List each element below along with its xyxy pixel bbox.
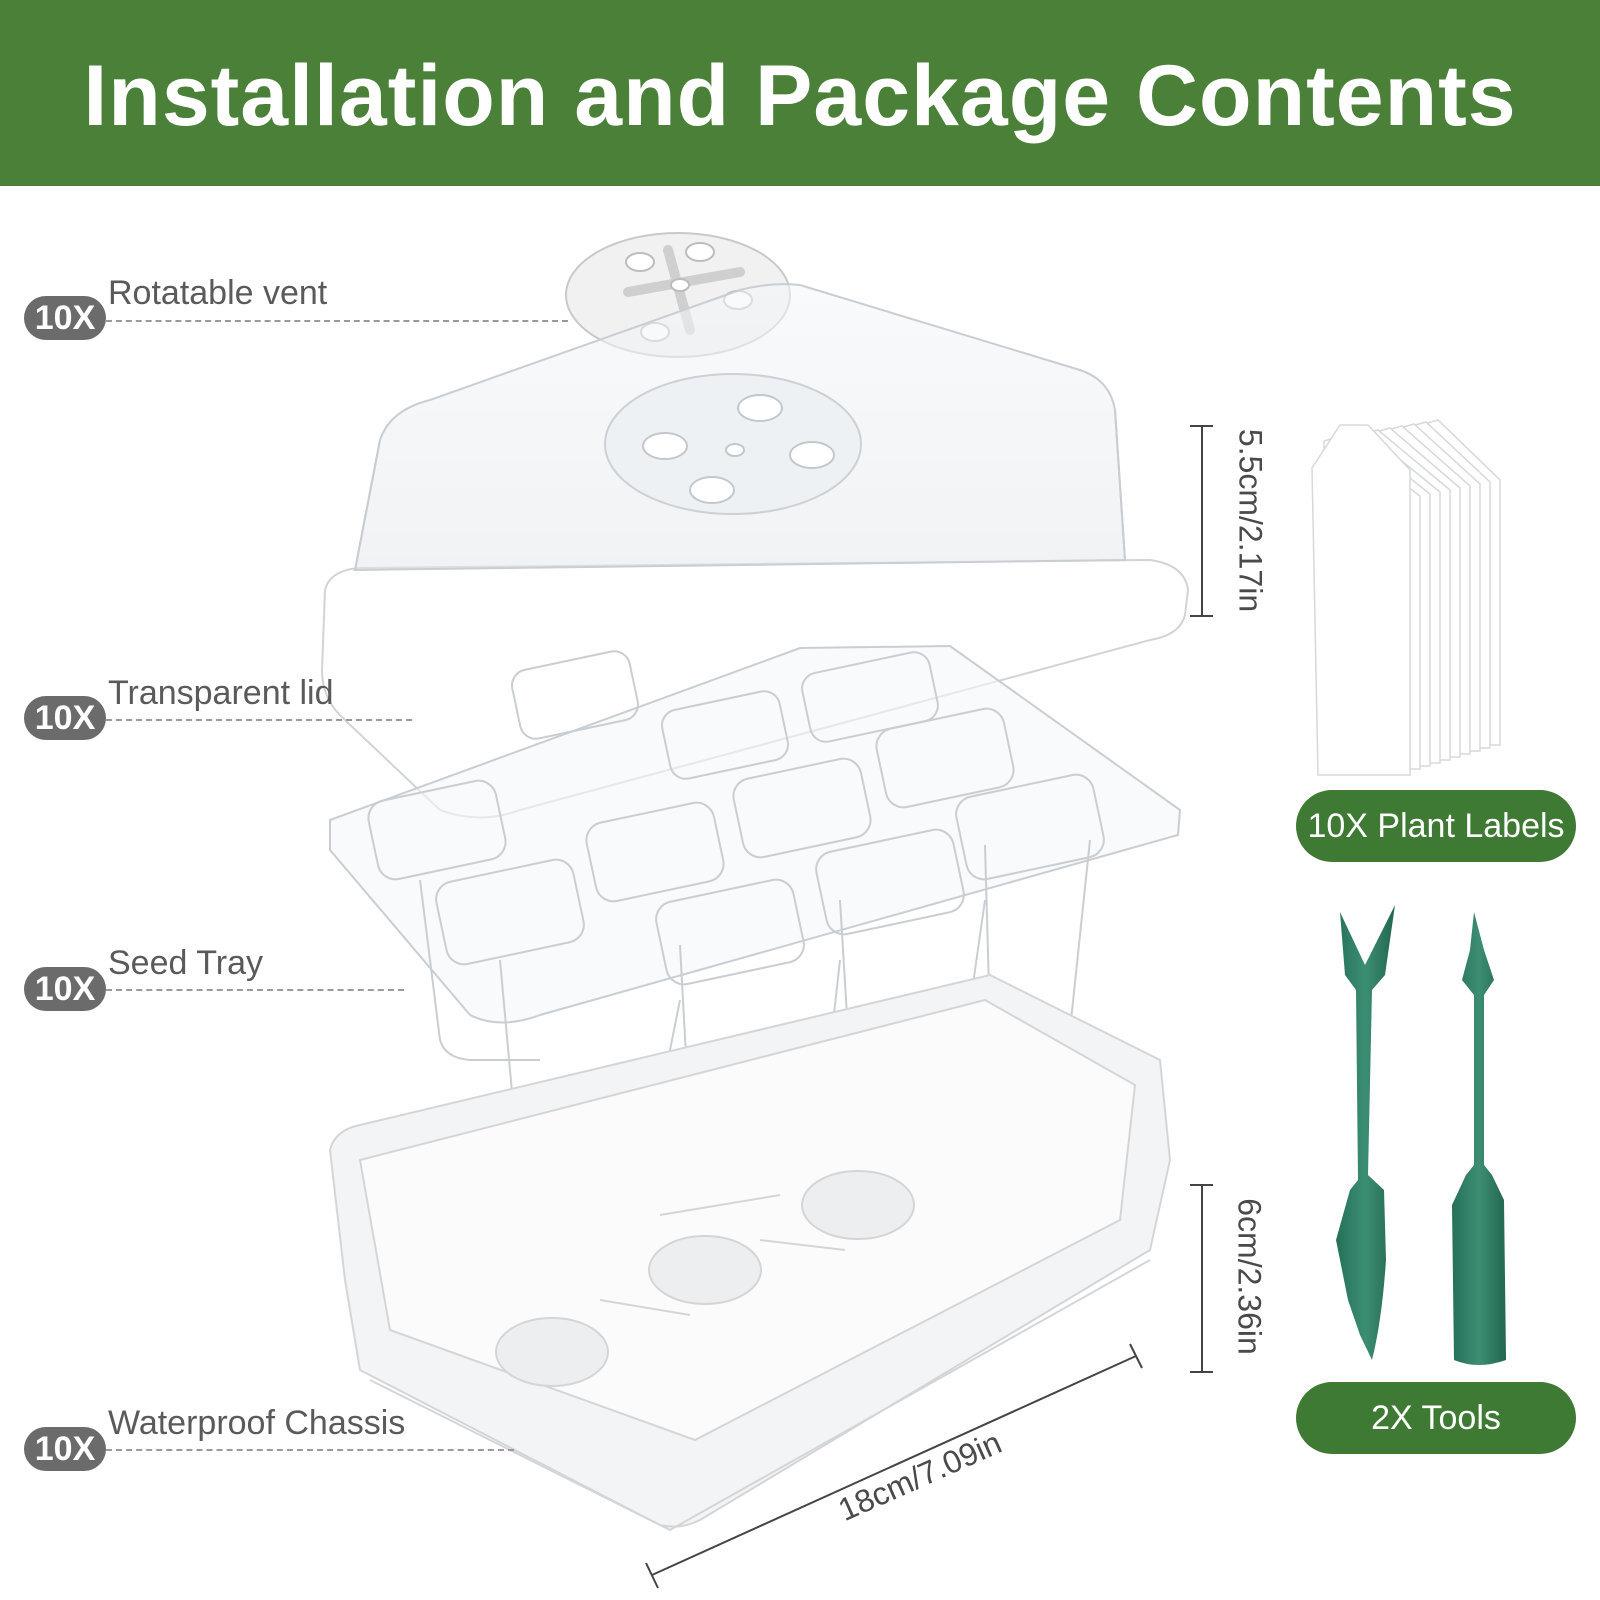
callout-label: Waterproof Chassis (108, 1404, 406, 1442)
callout-label: Seed Tray (108, 944, 263, 982)
callout-label: Transparent lid (108, 674, 334, 712)
leader-line (106, 320, 568, 322)
leader-line (106, 719, 412, 721)
plant-labels-pill: 10X Plant Labels (1296, 790, 1576, 862)
gardening-tools-drawing (1336, 905, 1506, 1365)
plant-labels-drawing (1311, 419, 1501, 776)
lid-height-dimension: 5.5cm/2.17in (1232, 428, 1269, 613)
chassis-height-dimension: 6cm/2.36in (1231, 1198, 1268, 1355)
page-title: Installation and Package Contents (83, 48, 1517, 144)
leader-line (106, 1449, 514, 1451)
chassis-drawing (328, 973, 1172, 1532)
quantity-badge: 10X (24, 967, 106, 1011)
tools-pill: 2X Tools (1296, 1382, 1576, 1454)
quantity-badge: 10X (24, 696, 106, 740)
dimension-brackets (645, 425, 1213, 1589)
callout-label: Rotatable vent (108, 274, 328, 312)
leader-line (106, 989, 404, 991)
quantity-badge: 10X (24, 1427, 106, 1471)
header-banner (0, 0, 1600, 186)
lid-drawing (320, 283, 1190, 819)
quantity-badge: 10X (24, 296, 106, 340)
